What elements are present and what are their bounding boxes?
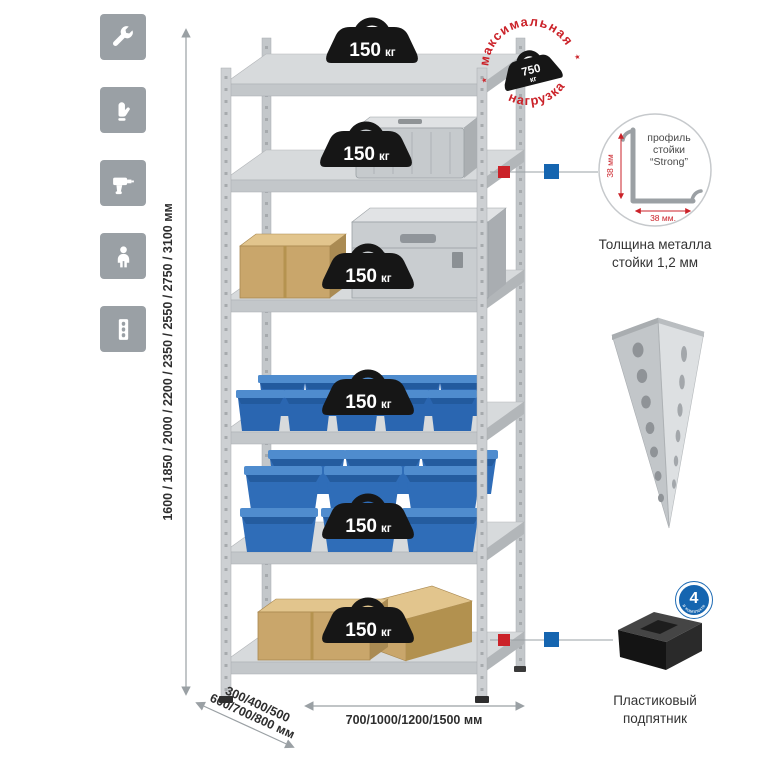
red-marker-square <box>498 634 510 646</box>
profile-title-line3: “Strong” <box>650 156 688 168</box>
width-dimension: 700/1000/1200/1500 мм <box>304 701 525 727</box>
red-marker-square <box>498 166 510 178</box>
profile-dim-vertical: 38 мм <box>605 154 615 178</box>
shelf-load-unit: кг <box>379 151 390 163</box>
shelf-load-unit: кг <box>381 523 392 535</box>
weight-badge-3: 150 кг <box>322 247 414 289</box>
profile-title-line2: стойки <box>653 144 685 156</box>
sidebar-icons <box>100 14 146 352</box>
profile-dim-horizontal: 38 мм. <box>650 213 676 223</box>
person-icon <box>100 233 146 279</box>
glove-icon <box>100 87 146 133</box>
included-badge: 4 в комплекте <box>675 581 713 619</box>
foot-caption-line1: Пластиковый <box>613 693 697 708</box>
weight-badge-4: 150 кг <box>322 373 414 415</box>
corner-post-image <box>611 317 705 529</box>
shelf-load-value: 150 <box>349 40 381 61</box>
shelf-load-value: 150 <box>345 620 377 641</box>
stamp-weight-icon: 750 кг <box>504 50 563 91</box>
foot-caption-line2: подпятник <box>622 710 688 726</box>
profile-caption: Толщина металла стойки 1,2 мм <box>580 236 730 271</box>
height-dimension: 1600 / 1850 / 2000 / 2200 / 2350 / 2550 … <box>161 28 191 696</box>
connector-bottom <box>490 632 613 647</box>
blue-marker-square <box>544 164 559 179</box>
weight-badge-6: 150 кг <box>322 601 414 643</box>
profile-caption-line2: стойки 1,2 мм <box>611 254 699 270</box>
included-count: 4 <box>690 590 699 607</box>
shelf-load-value: 150 <box>345 392 377 413</box>
perforated-profile-icon <box>100 306 146 352</box>
stamp-star-left: ★ <box>480 76 488 85</box>
weight-badge-2: 150 кг <box>320 125 412 167</box>
shelf-load-unit: кг <box>381 399 392 411</box>
shelf-1 <box>223 53 525 97</box>
width-dimension-label: 700/1000/1200/1500 мм <box>346 713 483 727</box>
connector-top <box>490 164 598 179</box>
wrench-icon <box>100 14 146 60</box>
foot-caption: Пластиковый подпятник <box>580 692 730 727</box>
blue-marker-square <box>544 632 559 647</box>
shelf-load-unit: кг <box>381 627 392 639</box>
shelf-load-unit: кг <box>385 47 396 59</box>
weight-badge-5: 150 кг <box>322 497 414 539</box>
profile-caption-line1: Толщина металла <box>598 237 712 252</box>
shelf-load-value: 150 <box>343 144 375 165</box>
depth-dimension: 300/400/500 600/700/800 мм <box>195 684 297 749</box>
plastic-foot-image <box>618 612 702 670</box>
stamp-value: 750 <box>520 63 542 79</box>
profile-callout: 38 мм 38 мм. профиль стойки “Strong” <box>598 113 712 227</box>
shelf-load-value: 150 <box>345 516 377 537</box>
stamp-star-right: ★ <box>573 53 581 62</box>
stamp-unit: кг <box>529 74 538 84</box>
weight-badge-1: 150 кг <box>326 21 418 63</box>
profile-title-line1: профиль <box>647 132 691 144</box>
shelf-load-value: 150 <box>345 266 377 287</box>
shelf-load-unit: кг <box>381 273 392 285</box>
drill-icon <box>100 160 146 206</box>
height-dimension-label: 1600 / 1850 / 2000 / 2200 / 2350 / 2550 … <box>161 203 175 520</box>
